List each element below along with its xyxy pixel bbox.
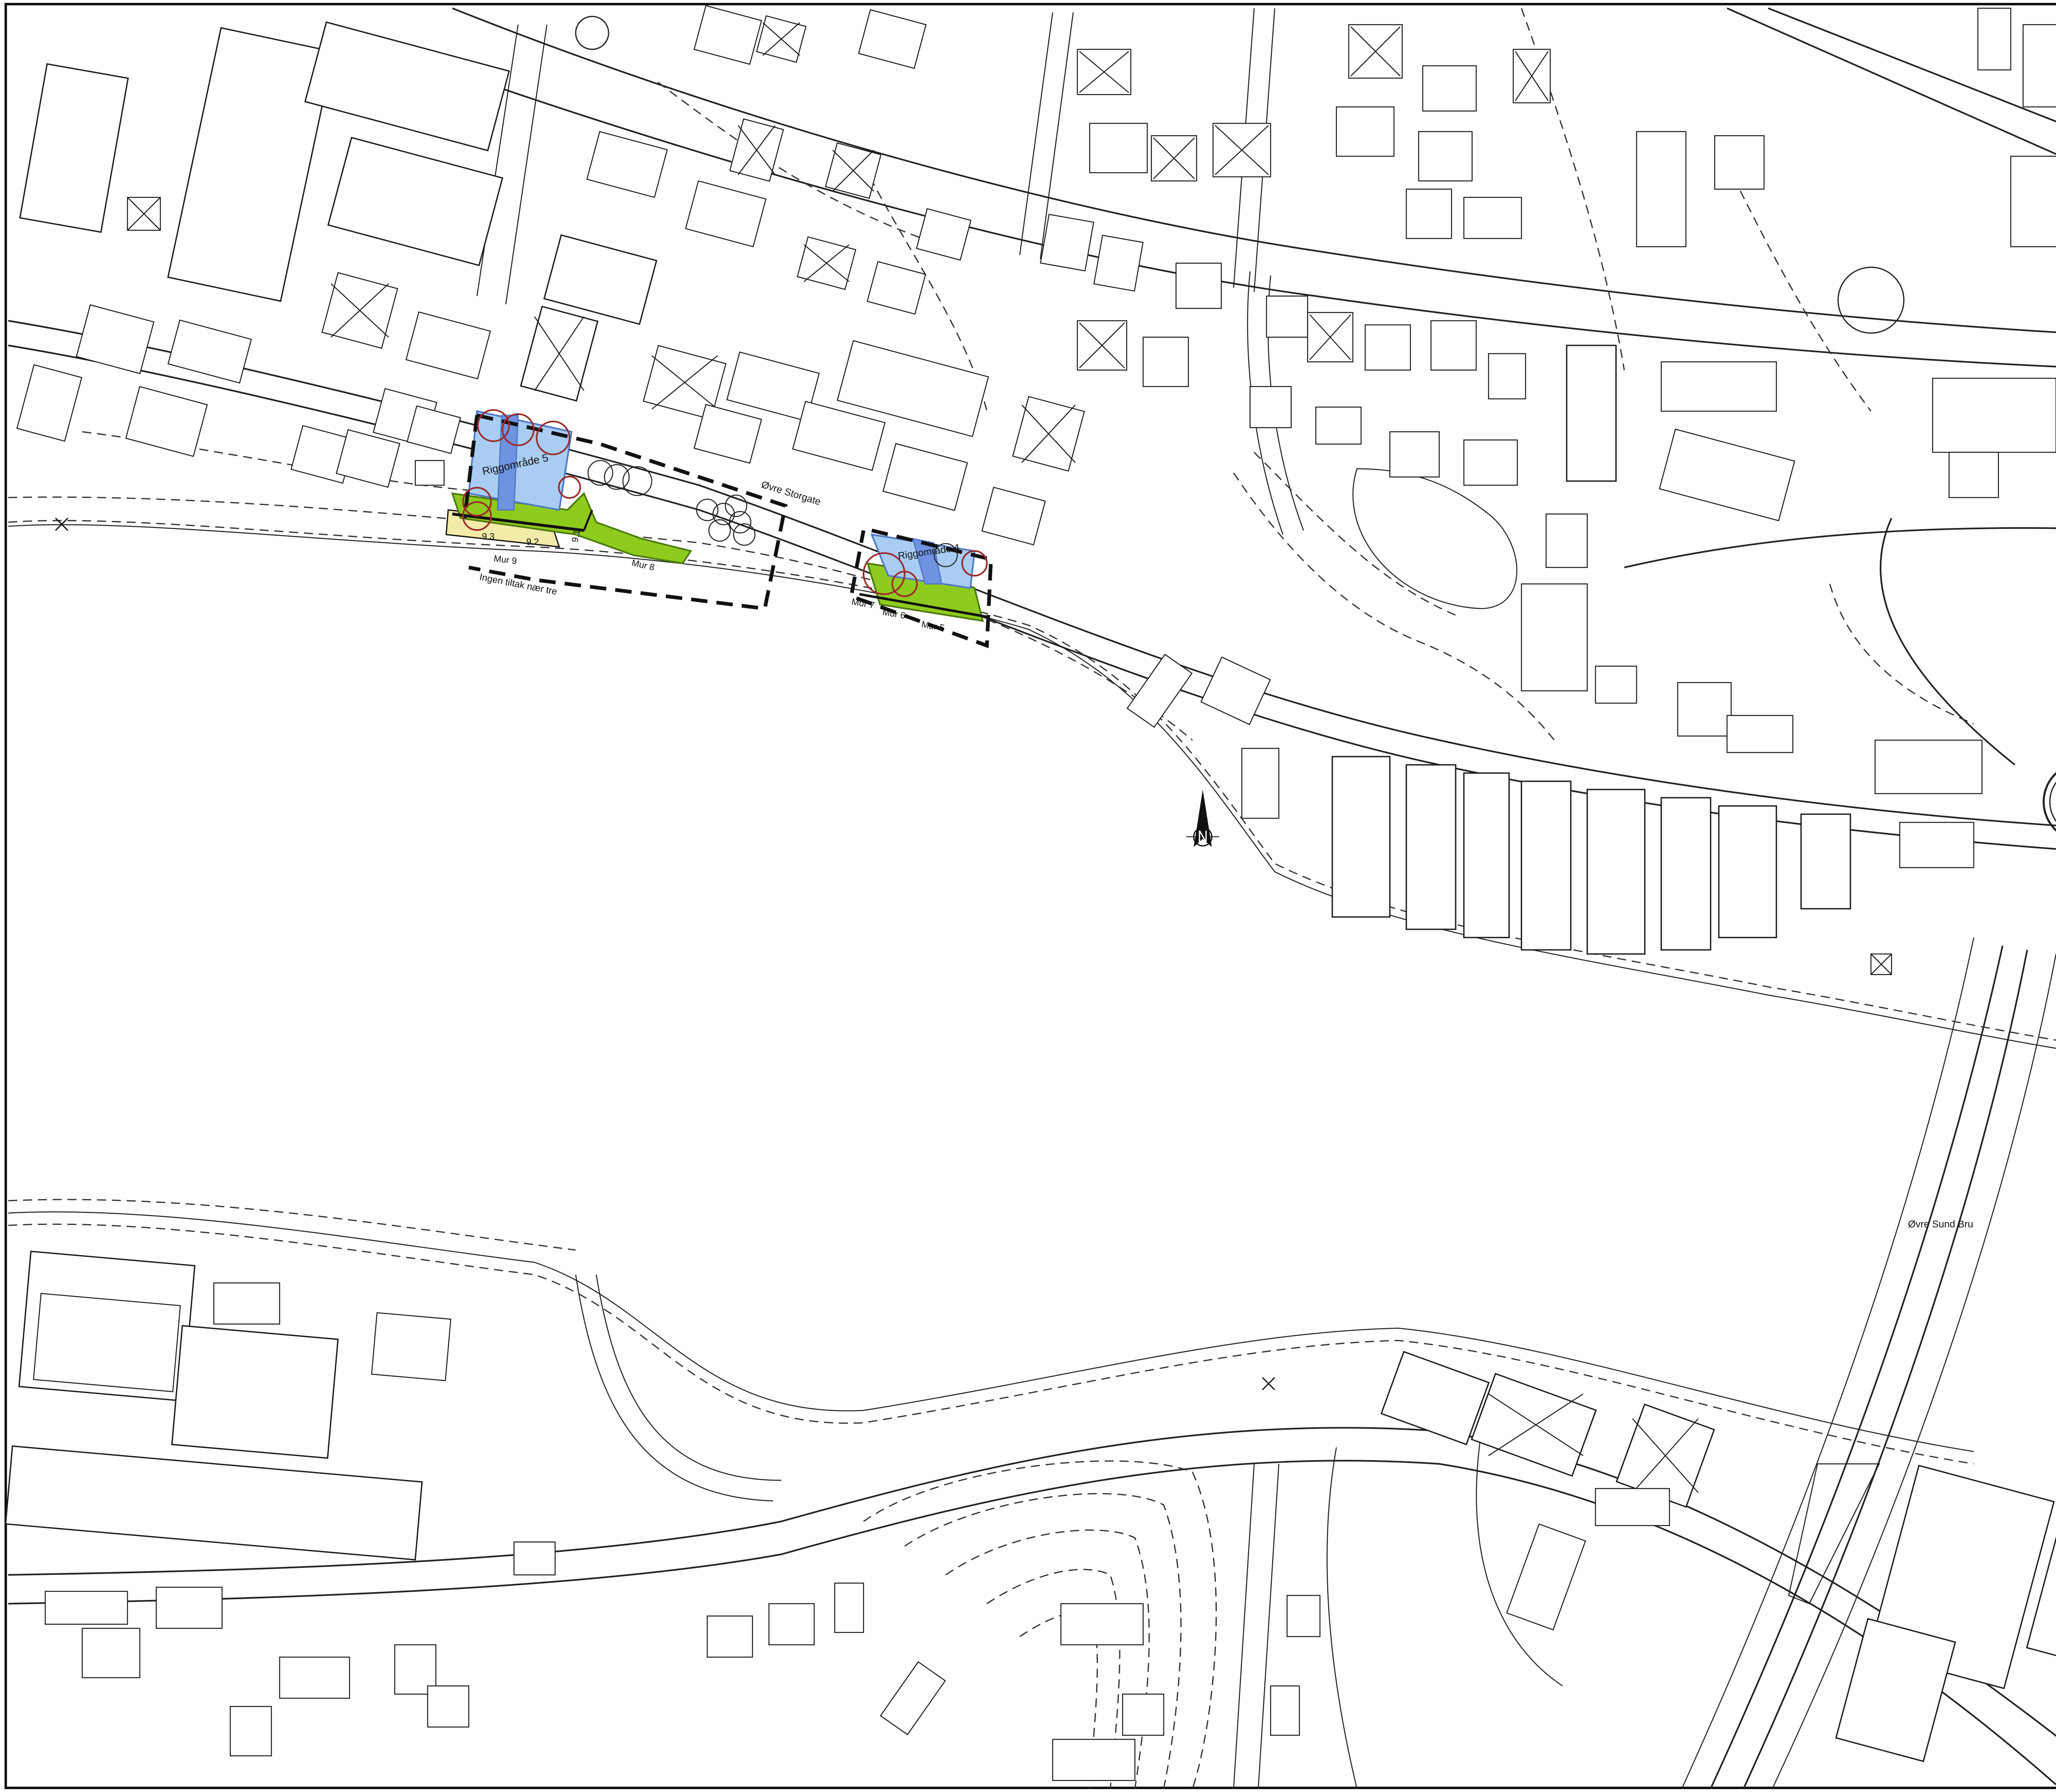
label-ovre-sund-bru: Øvre Sund Bru <box>1908 1219 1973 1230</box>
cross-marker <box>1262 1377 1276 1391</box>
buildings-south <box>5 1250 2056 1781</box>
cross-marker <box>55 517 69 531</box>
buildings-north-west <box>16 21 510 488</box>
label-segment-9-2: 9.2 <box>526 537 539 547</box>
buildings-north-middle <box>520 5 1085 546</box>
rig-area-5-site <box>445 409 788 611</box>
label-segment-9-3: 9.3 <box>482 531 495 542</box>
roads-south <box>8 1274 2056 1789</box>
buildings-shoreline <box>1126 653 1892 975</box>
label-segment-9-1: 9.1 <box>570 529 582 543</box>
buildings-north-east <box>1040 7 2056 868</box>
ovre-sund-bru-bridge <box>1681 937 2056 1789</box>
rig-area-4-site <box>849 528 993 648</box>
north-arrow-icon <box>1186 789 1219 847</box>
